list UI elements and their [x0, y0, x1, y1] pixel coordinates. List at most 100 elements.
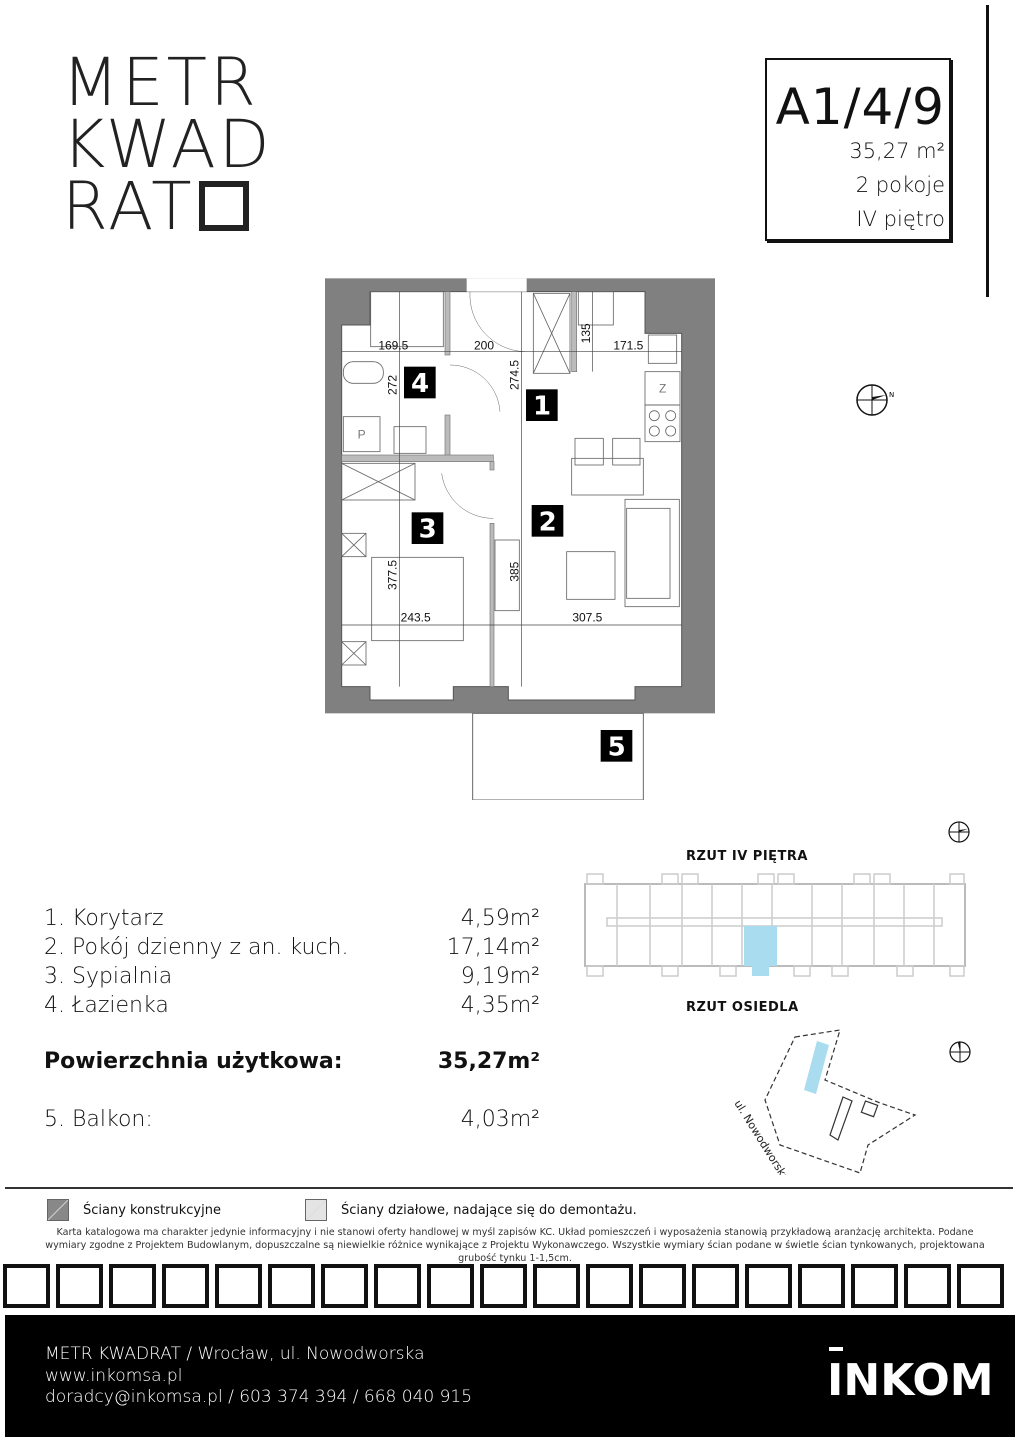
decorative-frame	[533, 1264, 580, 1308]
decorative-frame	[798, 1264, 845, 1308]
room-number-2: 2	[539, 507, 557, 537]
unit-floor: IV piętro	[856, 207, 945, 231]
total-area-row: Powierzchnia użytkowa:35,27m²	[44, 1049, 540, 1074]
room-area: 4,35m²	[460, 993, 540, 1018]
room-area: 17,14m²	[446, 935, 540, 960]
bed	[371, 556, 464, 642]
logo-line-2: KWAD	[62, 106, 273, 183]
decorative-frame	[215, 1264, 262, 1308]
dim-label: 135	[579, 323, 593, 343]
fridge-label: Z	[659, 382, 666, 396]
compass-icon: N	[856, 384, 894, 416]
decorative-frame	[480, 1264, 527, 1308]
room-row: 4. Łazienka 4,35m²	[44, 993, 540, 1018]
dimension-labels: 169.5 200 171.5 135 272 274.5 377.5 385 …	[358, 323, 667, 625]
floor-plan: 169.5 200 171.5 135 272 274.5 377.5 385 …	[325, 278, 715, 800]
room-number-4: 4	[411, 369, 429, 399]
decorative-frame	[639, 1264, 686, 1308]
dim-label: 200	[474, 338, 494, 352]
decorative-frame-band	[0, 1264, 1018, 1312]
legend-structural: Ściany konstrukcyjne	[47, 1199, 221, 1221]
balcony-name: 5. Balkon:	[44, 1107, 153, 1132]
decorative-frame	[3, 1264, 50, 1308]
unit-rooms: 2 pokoje	[855, 173, 945, 197]
decorative-frame	[851, 1264, 898, 1308]
balcony-row: 5. Balkon:4,03m²	[44, 1107, 540, 1132]
chair	[574, 437, 604, 466]
footer-contact[interactable]: doradcy@inkomsa.pl / 603 374 394 / 668 0…	[45, 1387, 473, 1407]
decorative-frame	[692, 1264, 739, 1308]
room-area: 4,59m²	[460, 906, 540, 931]
divider-horizontal	[5, 1187, 1013, 1189]
legend-partition: Ściany działowe, nadające się do demonta…	[305, 1199, 637, 1221]
inkom-logo: INKOM	[827, 1347, 994, 1406]
unit-info-box: A1/4/9 35,27 m² 2 pokoje IV piętro	[765, 58, 951, 241]
room-name: 3. Sypialnia	[44, 964, 173, 989]
decorative-frame	[56, 1264, 103, 1308]
logo-line-3: RAT	[62, 174, 273, 240]
decorative-frame	[957, 1264, 1004, 1308]
partition-wall-swatch-icon	[305, 1199, 327, 1221]
footer-website[interactable]: www.inkomsa.pl	[45, 1366, 183, 1386]
coffee-table	[566, 551, 616, 600]
street-label: ul. Nowodworska	[731, 1098, 792, 1175]
sofa	[624, 498, 680, 608]
toilet	[342, 361, 384, 384]
dim-label: 307.5	[572, 611, 602, 625]
estate-site-plan: ul. Nowodworska	[731, 1029, 971, 1175]
unit-code: A1/4/9	[775, 78, 945, 136]
decorative-frame	[109, 1264, 156, 1308]
dim-label: 385	[507, 561, 521, 581]
logo-line-3-text: RAT	[62, 168, 195, 245]
footer-address: METR KWADRAT / Wrocław, ul. Nowodworska	[45, 1344, 425, 1364]
dim-label: 272	[386, 375, 400, 395]
partition-walls	[341, 291, 577, 687]
dimension-lines	[341, 291, 682, 687]
nightstand	[341, 532, 367, 558]
legend-structural-label: Ściany konstrukcyjne	[83, 1202, 221, 1218]
dim-label: 274.5	[507, 360, 521, 390]
shower	[342, 416, 381, 453]
room-number-badges: 4 1 3 2 5	[404, 366, 633, 762]
unit-highlight	[744, 926, 777, 966]
dim-label: 377.5	[386, 560, 400, 590]
dim-label: 243.5	[401, 611, 431, 625]
hall-wardrobe	[494, 539, 520, 612]
kitchen-sink	[647, 334, 678, 364]
decorative-frame	[745, 1264, 792, 1308]
compass-icon	[948, 821, 970, 843]
building-highlight	[804, 1041, 829, 1094]
room-number-5: 5	[608, 732, 626, 762]
chair	[612, 437, 641, 466]
room-name: 1. Korytarz	[44, 906, 164, 931]
bathtub	[370, 291, 444, 348]
building-floor-plan	[584, 873, 966, 977]
estate-plan-title: RZUT OSIEDLA	[686, 1000, 799, 1015]
apartment-interior	[341, 291, 683, 701]
decorative-frame	[321, 1264, 368, 1308]
structural-wall-swatch-icon	[47, 1199, 69, 1221]
divider-vertical	[986, 5, 989, 297]
bathroom-sink	[393, 426, 427, 454]
room-name: 2. Pokój dzienny z an. kuch.	[44, 935, 349, 960]
decorative-frame	[374, 1264, 421, 1308]
disclaimer: Karta katalogowa ma charakter jedynie in…	[45, 1227, 985, 1264]
metr-kwadrat-logo: METR KWAD RAT	[62, 44, 273, 240]
decorative-frame	[268, 1264, 315, 1308]
room-area: 9,19m²	[460, 964, 540, 989]
cooktop	[644, 404, 681, 443]
entrance-opening	[466, 278, 527, 292]
legend-partition-label: Ściany działowe, nadające się do demonta…	[341, 1202, 637, 1218]
room-row: 3. Sypialnia 9,19m²	[44, 964, 540, 989]
dim-label: 169.5	[378, 338, 408, 352]
logo-line-1: METR	[62, 44, 259, 121]
decorative-frame	[904, 1264, 951, 1308]
floor-plan-title: RZUT IV PIĘTRA	[686, 849, 808, 864]
hall-cabinet	[532, 292, 571, 374]
dim-label: 171.5	[613, 338, 643, 352]
decorative-frame	[586, 1264, 633, 1308]
room-row: 2. Pokój dzienny z an. kuch. 17,14m²	[44, 935, 540, 960]
compass-label: N	[889, 391, 894, 399]
decorative-frame	[427, 1264, 474, 1308]
room-name: 4. Łazienka	[44, 993, 169, 1018]
